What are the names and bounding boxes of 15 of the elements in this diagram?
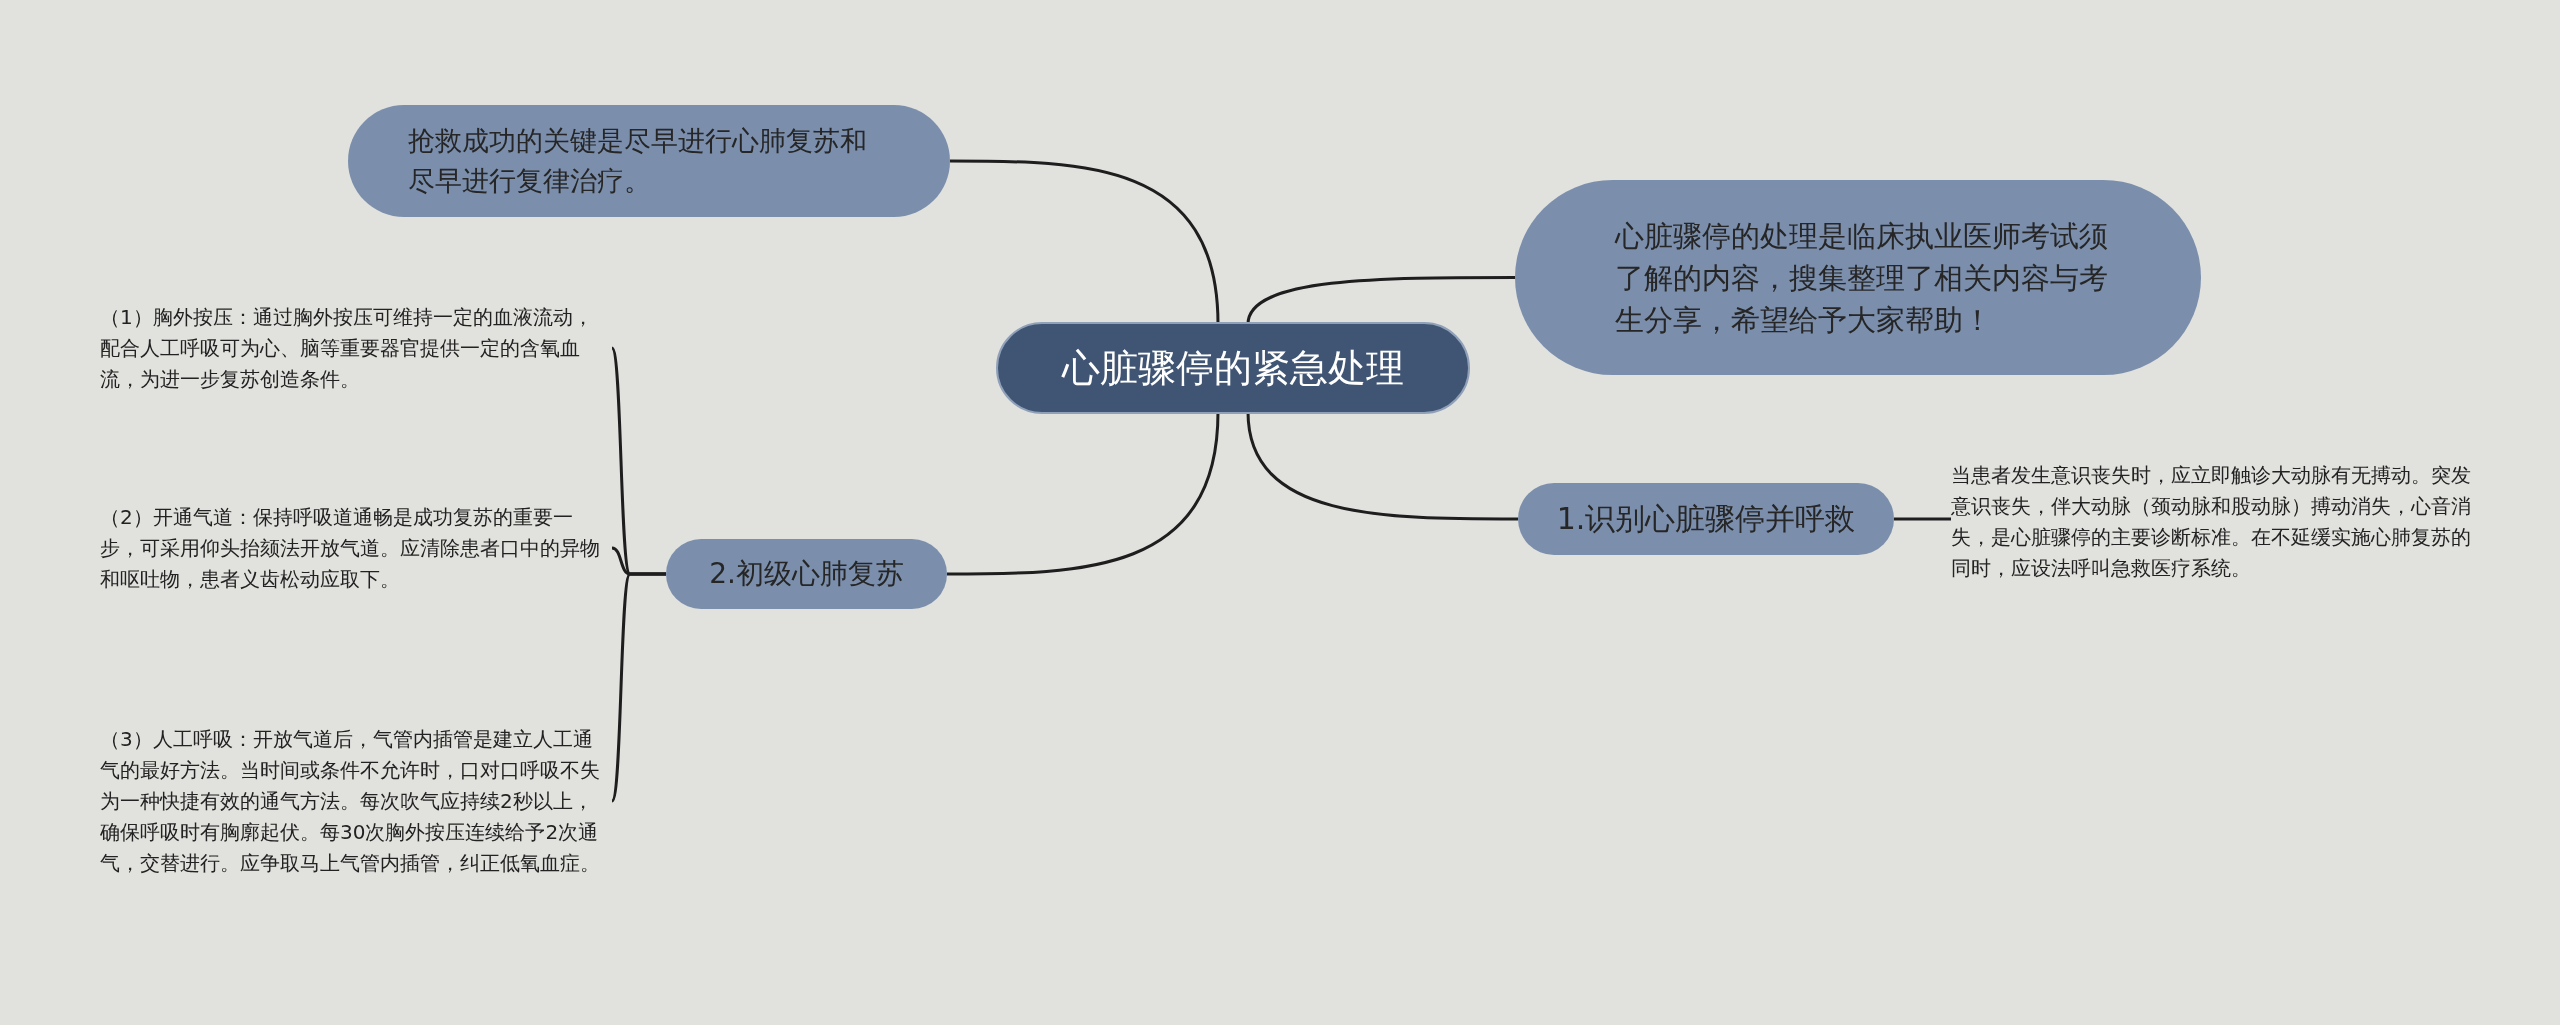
note-text: （2）开通气道：保持呼吸道通畅是成功复苏的重要一步，可采用仰头抬颏法开放气道。应清除患者口中的异物和呕吐物，患者义齿松动应取下。 <box>100 484 612 612</box>
connector-line <box>1246 411 1518 521</box>
topic-pill: 心脏骤停的处理是临床执业医师考试须了解的内容，搜集整理了相关内容与考生分享，希望给予大家帮助！ <box>1515 180 2201 375</box>
topic-pill: 1.识别心脏骤停并呼救 <box>1518 483 1894 555</box>
topic-pill: 抢救成功的关键是尽早进行心肺复苏和尽早进行复律治疗。 <box>348 105 950 217</box>
note-text: （3）人工呼吸：开放气道后，气管内插管是建立人工通气的最好方法。当时间或条件不允许时，口对口呼吸不失为一种快捷有效的通气方法。每次吹气应持续2秒以上，确保呼吸时有胸廓起伏。每30次胸外按压连续给予2次通气，交替进行。应争取马上气管内插管，纠正低氧血症。 <box>100 690 612 912</box>
topic-pill: 2.初级心肺复苏 <box>666 539 947 609</box>
note-text: 当患者发生意识丧失时，应立即触诊大动脉有无搏动。突发意识丧失，伴大动脉（颈动脉和股动脉）搏动消失，心音消失，是心脏骤停的主要诊断标准。在不延缓实施心肺复苏的同时，应设法呼叫急救医疗系统。 <box>1951 438 2471 606</box>
connector-line <box>1246 276 1515 325</box>
central-topic: 心脏骤停的紧急处理 <box>996 322 1470 414</box>
connector-line <box>947 411 1220 576</box>
connector-line <box>610 572 666 802</box>
connector-line <box>1894 517 1951 521</box>
note-text: （1）胸外按压：通过胸外按压可维持一定的血液流动，配合人工呼吸可为心、脑等重要器官提供一定的含氧血流，为进一步复苏创造条件。 <box>100 284 612 412</box>
connector-line <box>950 159 1220 325</box>
